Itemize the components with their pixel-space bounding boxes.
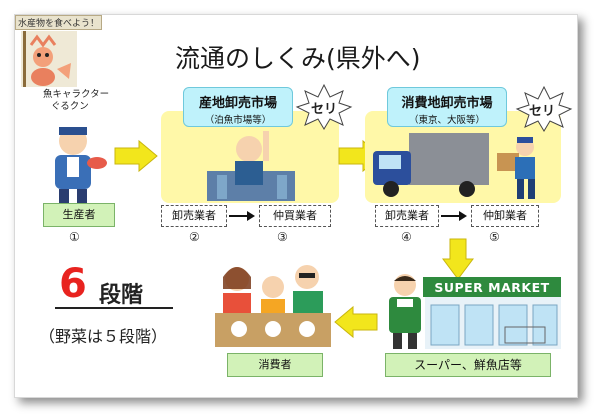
flow-arrow-left — [334, 305, 378, 339]
consumer-wholesaler-label: 卸売業者 — [385, 209, 429, 222]
consumer-broker-number: ⑤ — [489, 230, 500, 244]
consumer-market-label: 消費地卸売市場 （東京、大阪等） — [387, 87, 507, 127]
family-eating-illustration — [215, 265, 331, 347]
small-arrow-1 — [229, 211, 255, 221]
small-arrow-2 — [441, 211, 467, 221]
character-label-1: 魚キャラクター — [43, 89, 110, 100]
origin-market-title: 産地卸売市場 — [198, 96, 277, 111]
seri-starburst-1 — [295, 83, 353, 130]
supermarket-label: スーパー、鮮魚店等 — [414, 358, 522, 372]
consumer-broker-label: 仲卸業者 — [483, 209, 527, 222]
supermarket-sign: SUPER MARKET — [434, 280, 550, 295]
supermarket-storefront — [425, 297, 561, 349]
origin-broker-label: 仲買業者 — [273, 209, 317, 222]
consumer-broker-box: 仲卸業者 — [471, 205, 539, 227]
producer-label: 生産者 — [62, 208, 96, 221]
consumer-wholesaler-number: ④ — [401, 230, 412, 244]
auctioneer-illustration — [207, 131, 295, 201]
flow-arrow-down — [442, 238, 474, 280]
character-label-2: ぐるクン — [51, 101, 89, 112]
supermarket-sign-board: SUPER MARKET — [423, 277, 561, 297]
shopkeeper-illustration — [389, 274, 421, 349]
producer-label-box: 生産者 — [43, 203, 115, 227]
fish-mascot-illustration — [21, 31, 77, 87]
slide-title: 流通のしくみ(県外へ) — [175, 44, 421, 73]
slide: 流通のしくみ(県外へ) 水産物を食べよう！ 魚キャラクター ぐるクン 生産者 ①… — [14, 14, 578, 398]
banner-text: 水産物を食べよう！ — [15, 15, 103, 30]
origin-market-subtitle: （泊魚市場等） — [204, 115, 272, 126]
flow-arrow-1 — [114, 139, 158, 173]
consumer-label: 消費者 — [258, 358, 292, 371]
supermarket-label-box: スーパー、鮮魚店等 — [385, 353, 551, 377]
truck-illustration — [373, 133, 489, 197]
stage-label: 段階 — [99, 283, 144, 308]
fisherman-illustration — [55, 127, 107, 203]
consumer-wholesaler-box: 卸売業者 — [375, 205, 439, 227]
stage-underline — [55, 307, 173, 309]
stage-count: 6 — [59, 261, 87, 307]
seri-label-2: セリ — [529, 104, 556, 119]
origin-broker-box: 仲買業者 — [259, 205, 331, 227]
origin-broker-number: ③ — [277, 230, 288, 244]
consumer-market-title: 消費地卸売市場 — [401, 96, 493, 111]
origin-market-label: 産地卸売市場 （泊魚市場等） — [183, 87, 293, 127]
vegetable-note: （野菜は５段階） — [39, 327, 168, 346]
consumer-market-subtitle: （東京、大阪等） — [408, 115, 485, 126]
origin-wholesaler-number: ② — [189, 230, 200, 244]
origin-wholesaler-label: 卸売業者 — [172, 209, 216, 222]
consumer-label-box: 消費者 — [227, 353, 323, 377]
seri-label-1: セリ — [311, 102, 338, 117]
seri-starburst-2 — [515, 85, 573, 132]
producer-number: ① — [69, 230, 80, 244]
delivery-worker-illustration — [497, 137, 535, 199]
origin-wholesaler-box: 卸売業者 — [161, 205, 227, 227]
